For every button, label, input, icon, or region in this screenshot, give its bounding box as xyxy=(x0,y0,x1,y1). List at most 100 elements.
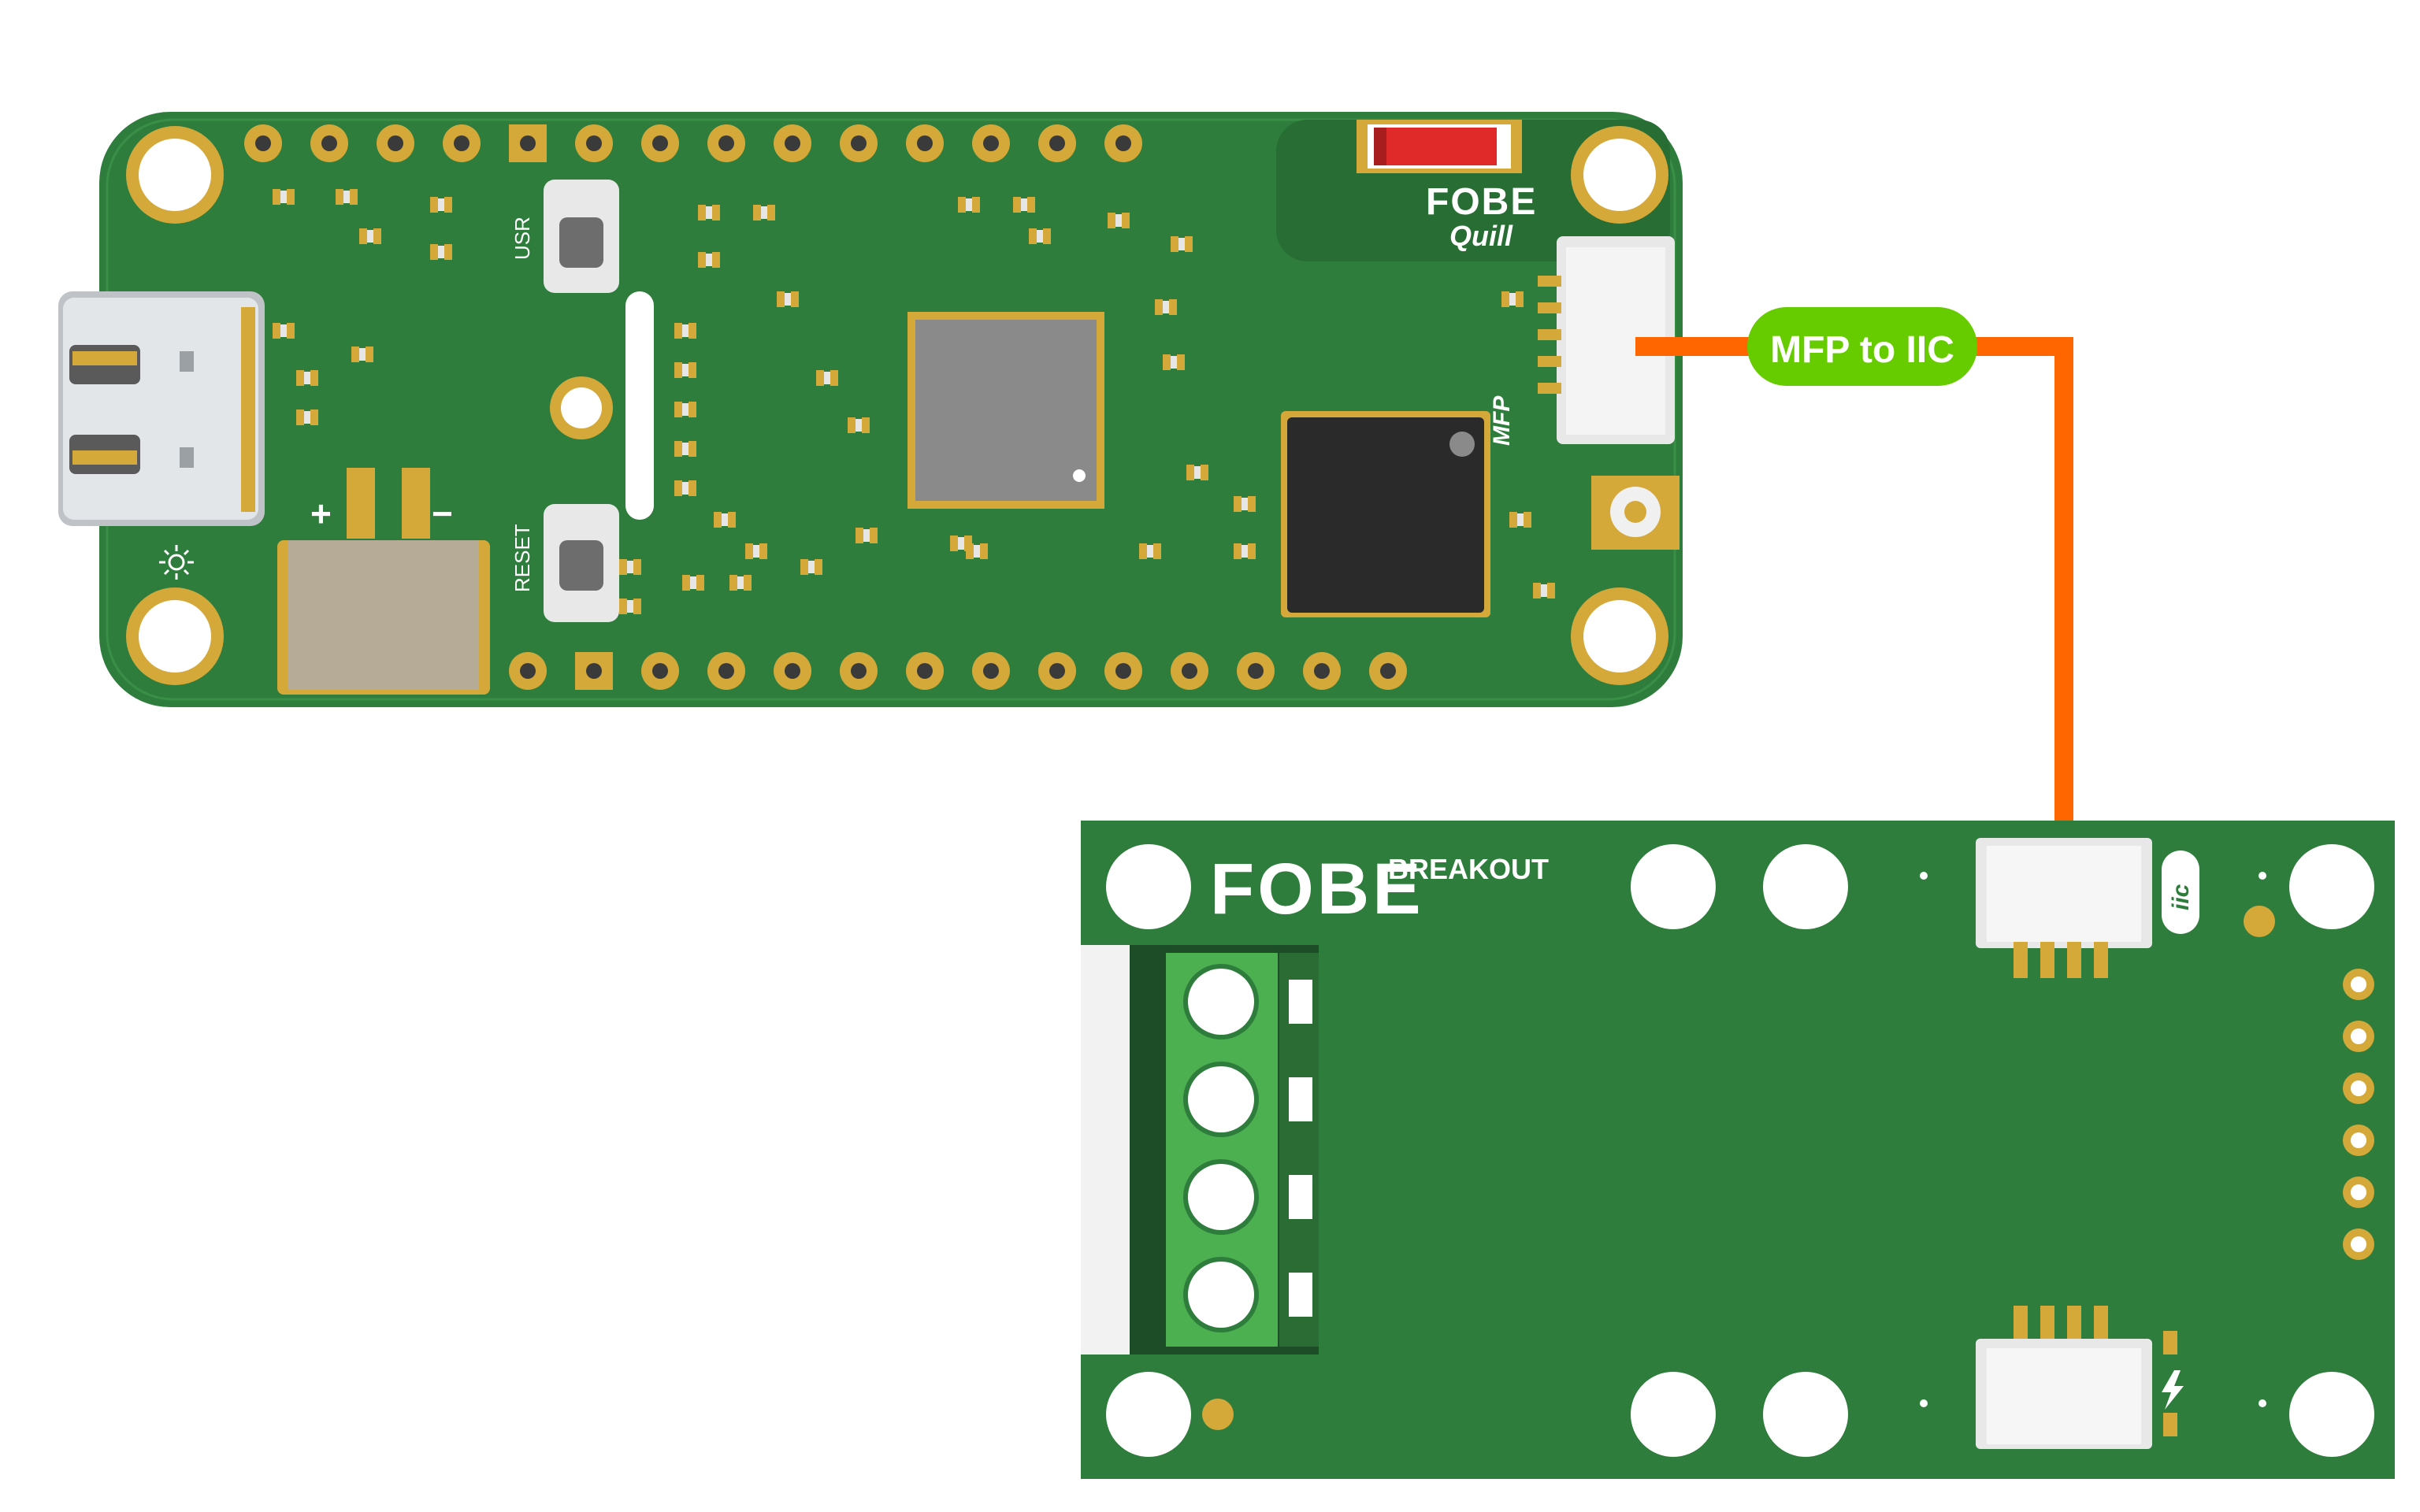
terminal-screw-head xyxy=(1188,1262,1254,1328)
pad-hole xyxy=(2351,1236,2366,1252)
usr-button[interactable]: USR xyxy=(510,180,619,293)
smd-pad xyxy=(296,370,304,386)
main-board-model: Quill xyxy=(1449,220,1513,252)
pad-hole xyxy=(718,663,734,679)
pad-hole xyxy=(388,135,403,151)
pad-hole xyxy=(652,135,668,151)
smd-pad xyxy=(856,528,863,543)
smd-pad xyxy=(310,410,318,425)
smd-pad xyxy=(745,543,753,559)
smd-body xyxy=(359,348,366,361)
smd-pad xyxy=(791,291,799,307)
smd-body xyxy=(808,561,815,573)
smd-body xyxy=(627,561,633,573)
smd-pad xyxy=(958,197,966,213)
smd-body xyxy=(966,198,972,211)
pad-hole xyxy=(2351,1184,2366,1200)
pad-hole xyxy=(718,135,734,151)
smd-pad xyxy=(800,559,808,575)
smd-body xyxy=(367,230,373,243)
pad-hole xyxy=(2351,1028,2366,1044)
smd-body xyxy=(304,411,310,424)
smd-body xyxy=(761,206,767,219)
terminal-screw-head xyxy=(1188,1066,1254,1132)
smd-body xyxy=(785,293,791,306)
mcu-chip xyxy=(908,312,1104,509)
smd-pad xyxy=(848,417,856,433)
smd-body xyxy=(280,324,287,337)
pad-hole xyxy=(1115,135,1131,151)
pad-hole xyxy=(1314,663,1330,679)
smd-pad xyxy=(759,543,767,559)
reset-button[interactable]: RESET xyxy=(510,504,619,622)
smd-pad xyxy=(728,512,736,528)
smd-body xyxy=(1242,498,1248,510)
smd-body xyxy=(1541,584,1547,597)
smd-pad xyxy=(1108,213,1115,228)
smd-pad xyxy=(1533,583,1541,598)
smd-body xyxy=(1194,466,1201,479)
smd-pad xyxy=(366,346,373,362)
smd-body xyxy=(1509,293,1516,306)
smd-body xyxy=(1242,545,1248,558)
smd-body xyxy=(682,364,689,376)
cable-label-pill: MFP to IIC xyxy=(1747,307,1977,386)
smd-pad xyxy=(1201,465,1208,480)
smd-body xyxy=(682,403,689,416)
smd-pad xyxy=(1163,354,1171,370)
pad-hole xyxy=(321,135,337,151)
breakout-board: FOBE BREAKOUT iic xyxy=(1081,821,2395,1479)
pad-hole xyxy=(917,663,933,679)
smd-body xyxy=(1147,545,1153,558)
header-pads-bottom xyxy=(509,652,1407,690)
battery-plus-label: + xyxy=(310,493,332,534)
smd-pad xyxy=(674,441,682,457)
smd-pad xyxy=(714,512,722,528)
pad-hole xyxy=(1248,663,1264,679)
breakout-board-model: BREAKOUT xyxy=(1388,853,1549,885)
smd-body xyxy=(280,191,287,203)
smd-pad xyxy=(689,362,696,378)
smd-pad xyxy=(633,559,641,575)
smd-body xyxy=(1178,238,1185,250)
terminal-opening xyxy=(1289,1175,1312,1219)
pad-hole xyxy=(1380,663,1396,679)
smd-pad xyxy=(729,575,737,591)
smd-pad xyxy=(1186,465,1194,480)
smd-pad xyxy=(1043,228,1051,244)
smd-pad xyxy=(310,370,318,386)
iic-connector-label: iic xyxy=(2168,884,2194,910)
pad-hole xyxy=(785,135,800,151)
smd-pad xyxy=(674,402,682,417)
pad-hole xyxy=(1049,135,1065,151)
pad-hole xyxy=(520,663,536,679)
header-pads-top xyxy=(244,124,1142,162)
smd-pad xyxy=(830,370,838,386)
terminal-block xyxy=(1081,945,1319,1354)
smd-body xyxy=(863,529,870,542)
smd-pad xyxy=(296,410,304,425)
smd-body xyxy=(706,206,712,219)
antenna-connector xyxy=(1591,476,1680,550)
smd-pad xyxy=(862,417,870,433)
smd-components xyxy=(273,189,1555,614)
smd-pad xyxy=(689,441,696,457)
smd-pad xyxy=(696,575,704,591)
header-pads-right xyxy=(2343,969,2374,1260)
terminal-opening xyxy=(1289,1273,1312,1317)
smd-body xyxy=(706,254,712,266)
smd-body xyxy=(1037,230,1043,243)
smd-pad xyxy=(815,559,822,575)
smd-pad xyxy=(980,543,988,559)
smd-pad xyxy=(373,228,381,244)
sun-icon xyxy=(159,545,194,580)
smd-body xyxy=(682,324,689,337)
smd-pad xyxy=(1171,236,1178,252)
smd-pad xyxy=(273,189,280,205)
smd-pad xyxy=(1029,228,1037,244)
smd-pad xyxy=(698,205,706,220)
smd-body xyxy=(1021,198,1027,211)
smd-body xyxy=(722,513,728,526)
pad-hole xyxy=(983,663,999,679)
